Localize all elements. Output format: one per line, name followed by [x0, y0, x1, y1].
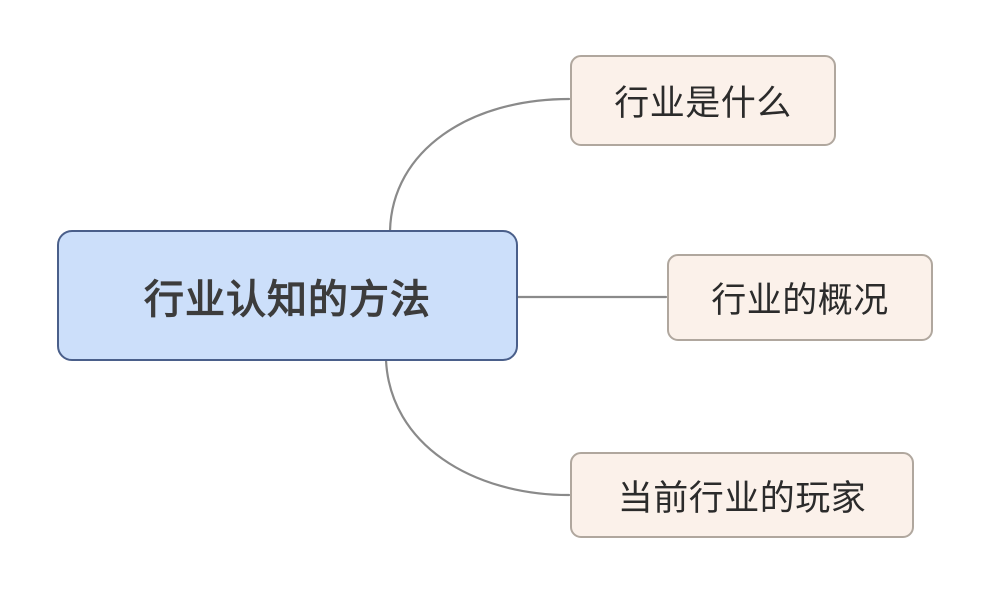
mindmap-child-node-2[interactable]: 行业的概况	[667, 254, 933, 341]
mindmap-child-label-1: 行业是什么	[614, 84, 792, 124]
connector-root-to-child-1	[388, 97, 571, 233]
mindmap-child-node-1[interactable]: 行业是什么	[570, 55, 836, 146]
mindmap-root-label: 行业认知的方法	[144, 276, 431, 323]
connector-root-to-child-3	[384, 358, 571, 497]
mindmap-root-node[interactable]: 行业认知的方法	[57, 230, 518, 361]
mindmap-child-label-2: 行业的概况	[711, 281, 889, 321]
mindmap-child-node-3[interactable]: 当前行业的玩家	[570, 452, 914, 538]
mindmap-child-label-3: 当前行业的玩家	[617, 478, 867, 519]
